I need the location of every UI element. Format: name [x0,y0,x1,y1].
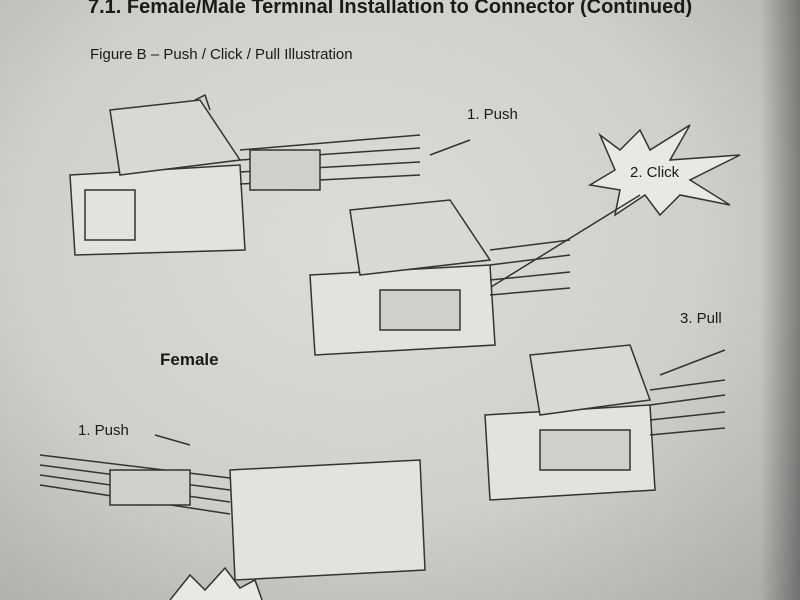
connector-male [39,454,426,581]
label-push: 1. Push [467,106,518,123]
label-female: Female [160,350,219,369]
label-pull: 3. Pull [680,310,722,327]
click-starburst [587,124,741,217]
label-click: 2. Click [630,164,680,181]
push-arrow-bottom [154,434,191,446]
connector-click [309,199,571,356]
figure-caption: Figure B – Push / Click / Pull Illustrat… [90,46,353,63]
push-arrow [429,139,471,156]
label-push-bottom: 1. Push [78,422,129,439]
pull-arrow [659,349,726,376]
connector-pull [484,344,726,501]
connector-push-female [69,93,421,256]
monitor-bezel-shadow [760,0,800,600]
section-heading: 7.1. Female/Male Terminal Installation t… [88,0,693,18]
